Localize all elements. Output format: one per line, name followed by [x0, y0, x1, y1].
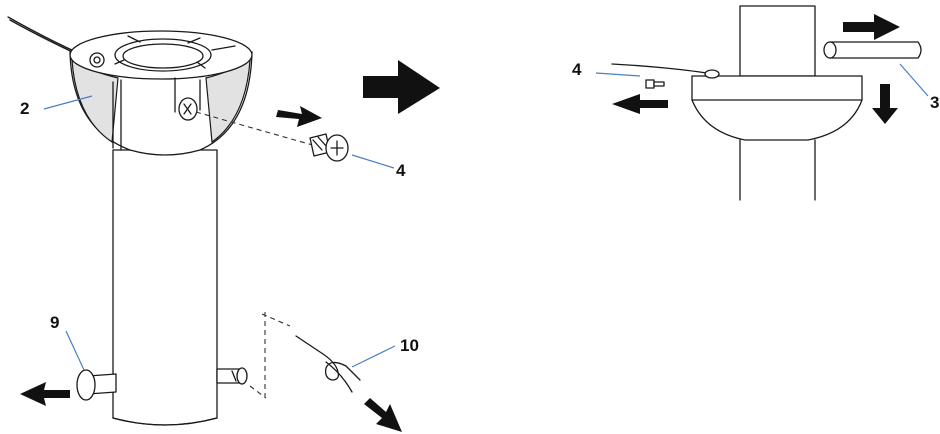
dome-cap: [69, 30, 253, 156]
clip-remove-arrow: [364, 398, 402, 432]
screw-out-arrow: [612, 94, 668, 114]
r-clip: [295, 335, 361, 393]
tether-wire-right: [611, 63, 713, 75]
wire-anchor: [89, 52, 105, 68]
screw-removal-arrow: [276, 106, 322, 127]
callout-9: 9: [50, 313, 59, 332]
push-knob: [76, 369, 117, 401]
screw-small: [645, 79, 665, 89]
cross-rod: [823, 41, 922, 59]
locking-pin: [216, 367, 248, 385]
clip-alignment-box: [249, 312, 291, 400]
leader-2: [43, 95, 93, 110]
callout-4-left: 4: [396, 161, 406, 180]
screw: [309, 133, 349, 162]
knob-pull-arrow: [20, 382, 70, 406]
screw-alignment-line: [195, 111, 317, 147]
callout-2: 2: [20, 99, 29, 118]
callout-3: 3: [930, 93, 939, 112]
step-transition-arrow: [363, 60, 440, 114]
callout-10: 10: [400, 336, 419, 355]
right-assembly: [611, 5, 922, 201]
leader-4-right: [595, 72, 641, 77]
leader-3: [899, 63, 929, 97]
pole-tube: [112, 149, 218, 426]
leader-9: [65, 330, 85, 371]
rod-slide-arrow: [843, 14, 900, 40]
lower-post: [739, 139, 816, 201]
callout-4-right: 4: [572, 60, 582, 79]
leader-10: [351, 345, 396, 368]
bowl-section: [691, 75, 863, 141]
upper-post: [739, 5, 816, 77]
rod-drop-arrow: [872, 84, 898, 124]
leader-4-left: [351, 154, 395, 169]
left-assembly: [7, 16, 402, 432]
